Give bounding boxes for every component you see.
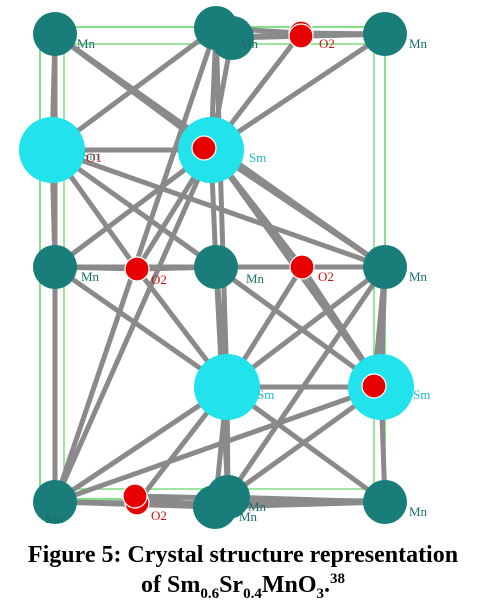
- atom-mn7: [363, 245, 407, 289]
- atom-o6: [122, 483, 148, 509]
- atom-label-mn9: Mn: [239, 509, 258, 524]
- bond-sm3-mn8: [52, 384, 230, 505]
- caption-line-2: of Sm0.6Sr0.4MnO3.38: [0, 570, 486, 602]
- atom-mn1: [33, 12, 77, 56]
- bond-mn10-o6: [132, 493, 388, 505]
- bond-mn3-sm2: [208, 31, 388, 153]
- atom-label-o2: O2: [319, 36, 335, 51]
- bond-sm2-mn8: [52, 147, 214, 505]
- atom-label-sm1: Sm: [82, 148, 99, 163]
- atom-o3: [124, 256, 150, 282]
- figure-caption: Figure 5: Crystal structure representati…: [0, 540, 486, 602]
- caption-formula-sr: Sr: [219, 572, 244, 598]
- caption-sub-sr: 0.4: [243, 585, 262, 602]
- atom-o1: [191, 135, 217, 161]
- atom-label-mn11: Mn: [248, 499, 267, 514]
- atom-mn11: [206, 475, 250, 519]
- caption-formula-mno: MnO: [261, 572, 317, 598]
- atom-label-mn10: Mn: [409, 504, 428, 519]
- bond-mn8-sm4: [52, 384, 384, 505]
- caption-sub-sm: 0.6: [200, 585, 220, 602]
- atom-label-o3: O2: [151, 272, 167, 287]
- bond-sm2-mn7: [208, 147, 388, 270]
- atom-label-o4: O2: [318, 269, 334, 284]
- atom-mn4: [210, 16, 254, 60]
- atom-label-o5: O2: [151, 508, 167, 523]
- bond-mn7-sm1: [49, 147, 388, 270]
- atom-o8: [288, 23, 314, 49]
- atom-label-mn6: Mn: [246, 271, 265, 286]
- caption-period: .: [324, 572, 330, 598]
- atom-label-mn8: Mn: [45, 511, 64, 526]
- atom-mn10: [363, 480, 407, 524]
- atom-label-sm3: Sm: [257, 387, 274, 402]
- atom-label-o1: O1: [86, 150, 102, 165]
- atom-mn5: [33, 245, 77, 289]
- caption-sub-o: 3: [316, 585, 325, 602]
- atom-mn8: [33, 480, 77, 524]
- atom-label-mn7: Mn: [409, 269, 428, 284]
- atom-label-mn2: Mn: [240, 36, 259, 51]
- atom-label-mn5: Mn: [81, 269, 100, 284]
- caption-reference: 38: [330, 571, 345, 587]
- atom-o7: [361, 373, 387, 399]
- atom-mn3: [363, 12, 407, 56]
- atom-sm3: [194, 354, 260, 420]
- bond-mn7-sm3: [224, 264, 388, 390]
- bond-mn2-sm1: [49, 25, 219, 153]
- bond-mn5-sm3: [52, 264, 230, 390]
- bond-mn6-sm4: [213, 264, 384, 390]
- atom-label-sm2: Sm: [249, 150, 266, 165]
- caption-line-1: Figure 5: Crystal structure representati…: [27, 542, 459, 568]
- atom-sm1: [19, 117, 85, 183]
- atom-mn6: [194, 245, 238, 289]
- atom-label-mn3: Mn: [409, 36, 428, 51]
- caption-formula-prefix: of Sm: [140, 572, 201, 598]
- atom-o4: [289, 254, 315, 280]
- atom-label-mn1: Mn: [77, 36, 96, 51]
- atom-label-sm4: Sm: [413, 387, 430, 402]
- bond-mn7-mn11: [225, 264, 388, 500]
